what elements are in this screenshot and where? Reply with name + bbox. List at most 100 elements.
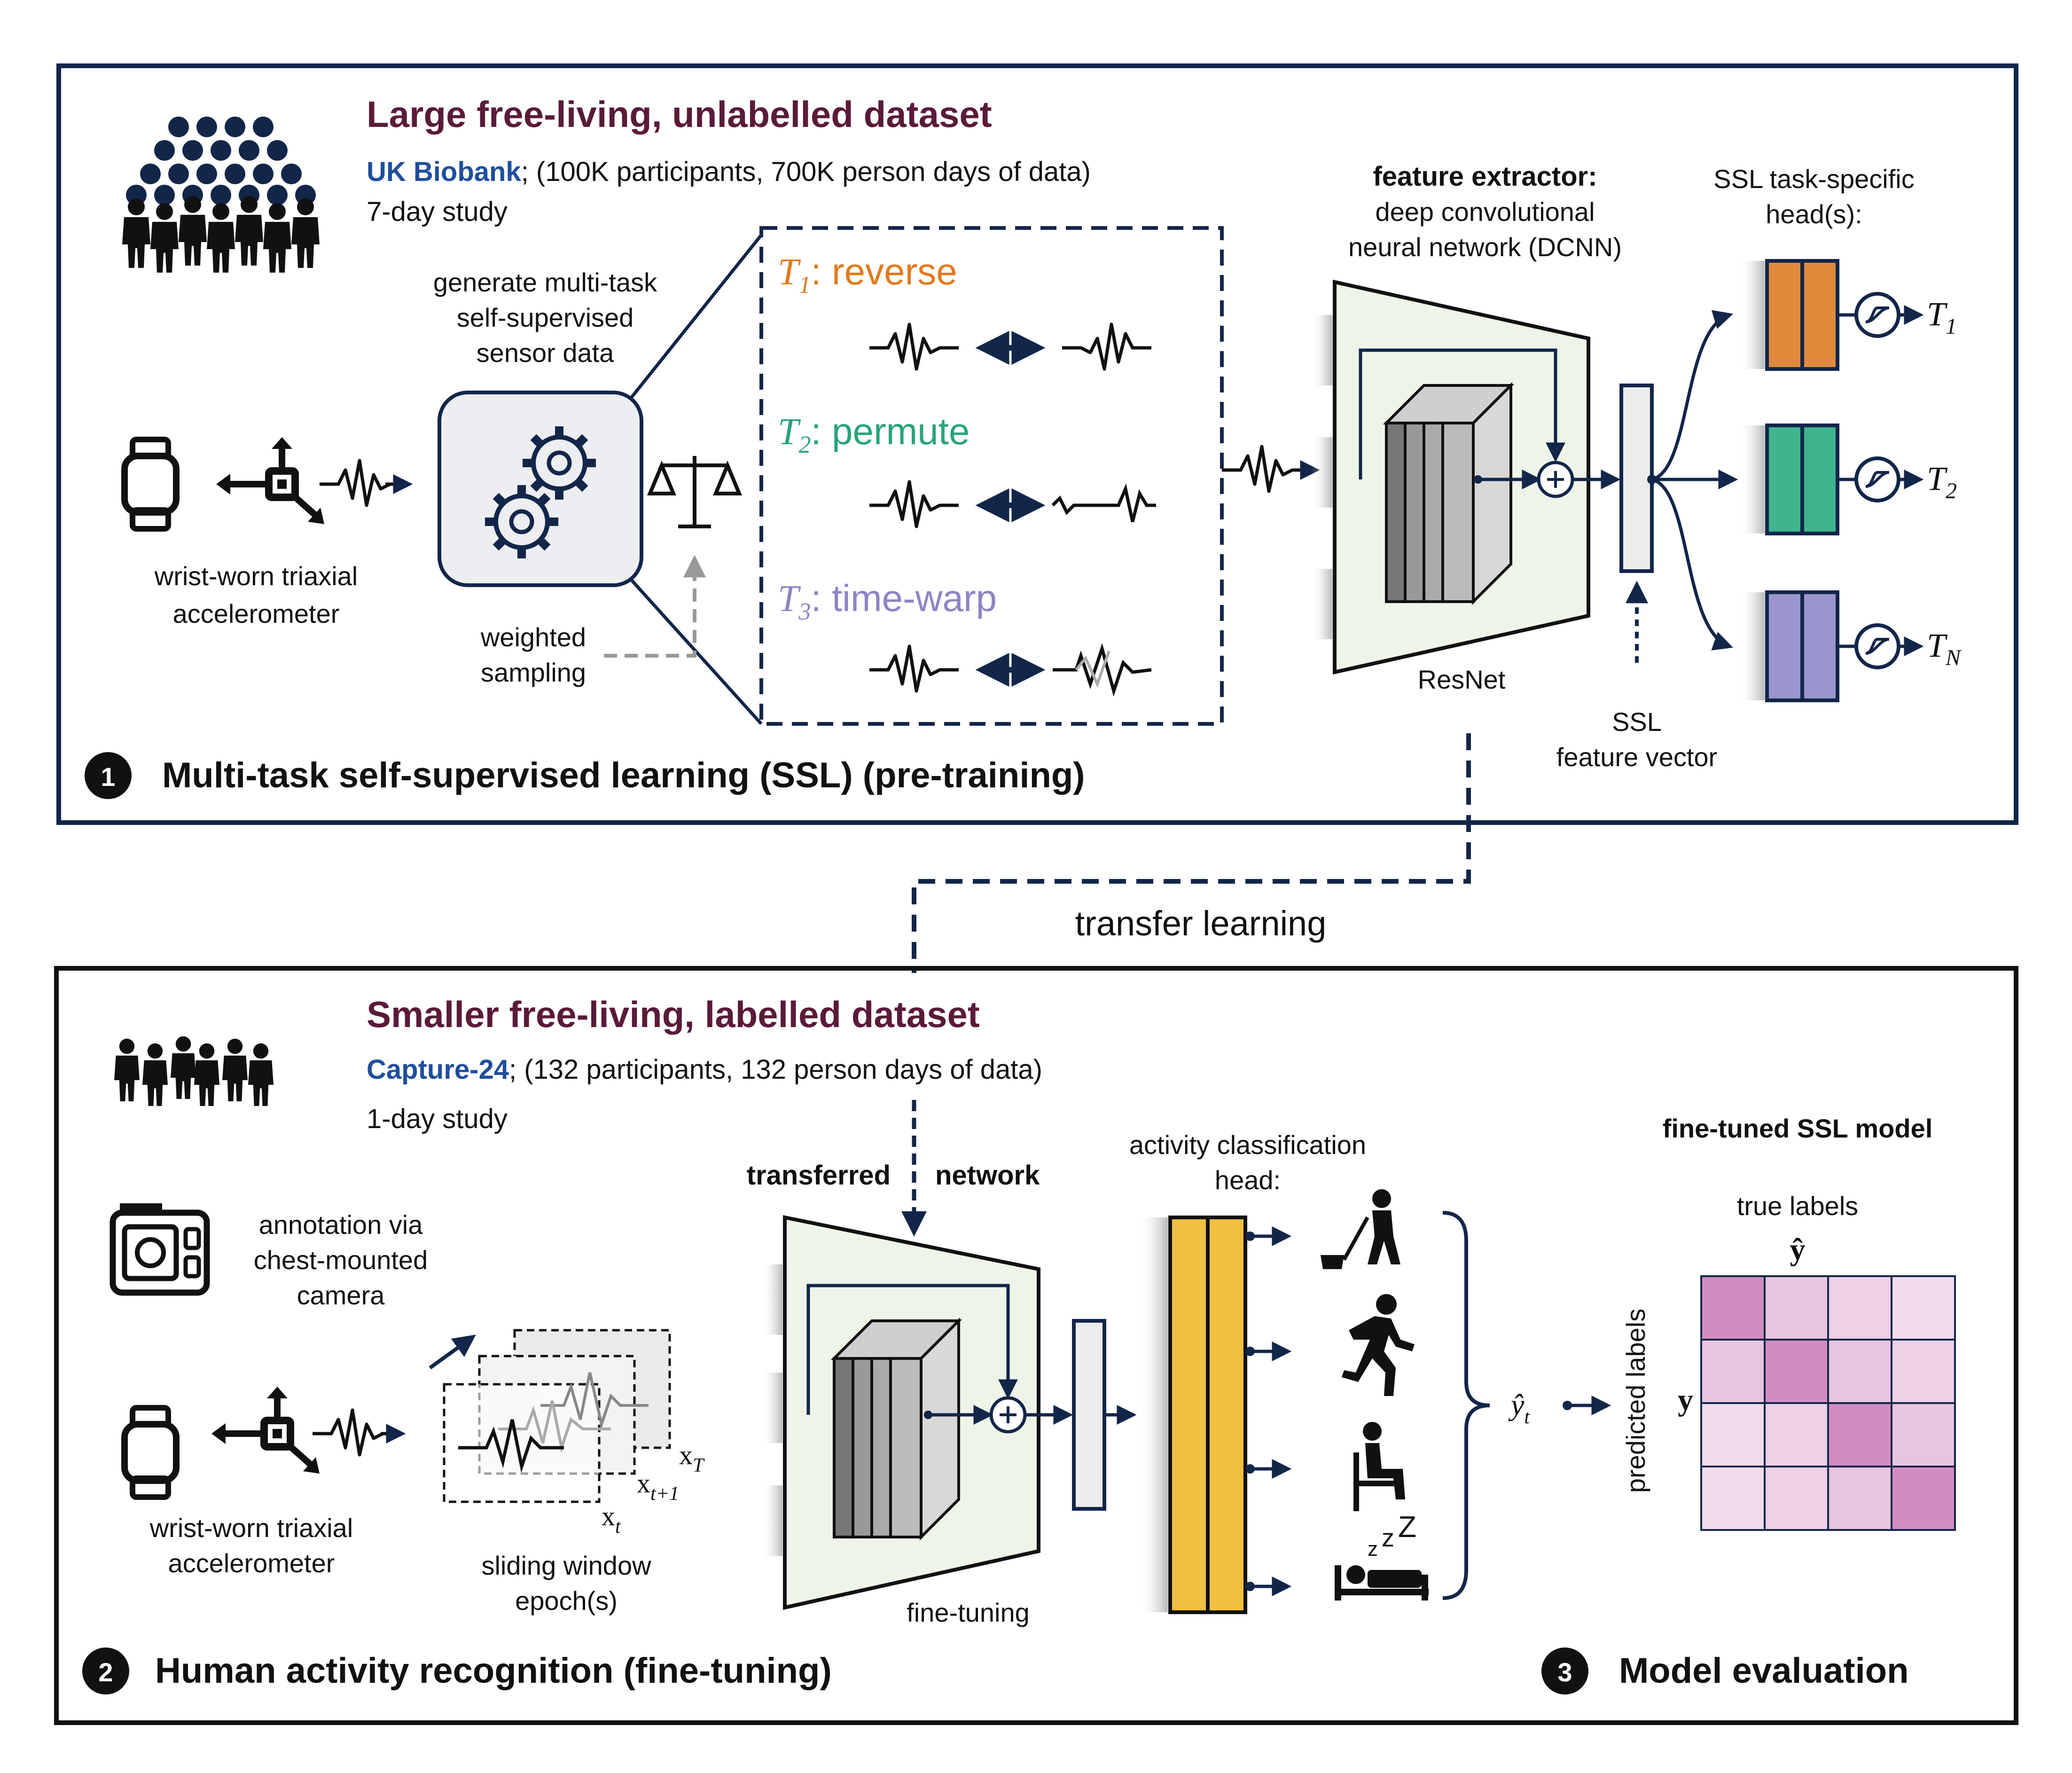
ssl-feature-vector bbox=[1619, 384, 1654, 573]
household-chores-icon bbox=[1321, 1189, 1400, 1269]
generate-label-1: generate multi-task bbox=[433, 267, 657, 297]
finetuned-feature-vector bbox=[1072, 1319, 1106, 1511]
matrix-cell bbox=[1827, 1339, 1892, 1404]
sliding-windows bbox=[429, 1329, 671, 1503]
matrix-cell bbox=[1764, 1339, 1829, 1404]
transfer-label: transfer learning bbox=[1075, 904, 1327, 943]
axes-icon bbox=[216, 437, 324, 524]
window-label: xt bbox=[602, 1501, 621, 1538]
crowd-icon bbox=[122, 117, 320, 273]
watch-icon bbox=[125, 1408, 176, 1497]
transferred-label: transferred bbox=[747, 1160, 891, 1191]
network-label: network bbox=[935, 1160, 1040, 1191]
activity-head-label-2: head: bbox=[1215, 1165, 1281, 1195]
matrix-cell bbox=[1827, 1275, 1892, 1341]
ssl-head: T2 bbox=[1739, 424, 1957, 535]
resnet-label: ResNet bbox=[1418, 665, 1506, 694]
matrix-cell bbox=[1700, 1466, 1766, 1531]
balance-scale-icon bbox=[647, 456, 742, 528]
matrix-cell bbox=[1764, 1275, 1829, 1341]
time-warp-example bbox=[869, 643, 1152, 697]
task-label: T1: reverse bbox=[778, 251, 957, 298]
crowd-head bbox=[168, 117, 189, 137]
crowd-head bbox=[182, 140, 203, 161]
panel1-sensor-label-2: accelerometer bbox=[173, 599, 340, 628]
matrix-cell bbox=[1827, 1466, 1892, 1531]
yhat-t-label: ŷt bbox=[1508, 1388, 1530, 1428]
feature-title: feature extractor: bbox=[1373, 161, 1597, 192]
crowd-head bbox=[267, 140, 288, 161]
axes-icon bbox=[211, 1387, 320, 1474]
step-1-number: 1 bbox=[101, 762, 115, 792]
matrix-cell bbox=[1891, 1339, 1956, 1404]
window-label-1: sliding window bbox=[481, 1551, 651, 1580]
crowd-head bbox=[253, 117, 274, 137]
ssl-vector-label-2: feature vector bbox=[1556, 742, 1717, 772]
crowd-head bbox=[168, 164, 189, 184]
window-label: xT bbox=[679, 1440, 705, 1476]
crowd-head bbox=[225, 164, 245, 184]
camera-label-1: annotation via bbox=[259, 1210, 423, 1240]
crowd-head bbox=[239, 140, 259, 161]
window-label-2: epoch(s) bbox=[515, 1586, 618, 1616]
finetuned-encoder bbox=[761, 1215, 1073, 1610]
camera-label-3: camera bbox=[297, 1280, 385, 1310]
head-output-label: T1 bbox=[1927, 295, 1957, 339]
watch-icon bbox=[125, 439, 176, 529]
step-2-badge bbox=[82, 1647, 129, 1695]
reverse-example bbox=[869, 324, 1151, 369]
matrix-cell bbox=[1764, 1466, 1829, 1531]
matrix-cell bbox=[1891, 1275, 1956, 1341]
step-1-label: Multi-task self-supervised learning (SSL… bbox=[162, 755, 1085, 795]
panel2-sensor-label-1: wrist-worn triaxial bbox=[149, 1513, 353, 1543]
step-2-label: Human activity recognition (fine-tuning) bbox=[155, 1651, 832, 1691]
camera-label-2: chest-mounted bbox=[254, 1245, 428, 1275]
step-2-number: 2 bbox=[98, 1657, 113, 1687]
output-brace bbox=[1442, 1211, 1490, 1600]
step-3-label: Model evaluation bbox=[1619, 1651, 1909, 1691]
panel2-dataset: Capture-24; (132 participants, 132 perso… bbox=[367, 1054, 1042, 1085]
crowd-head bbox=[140, 164, 161, 184]
task-box bbox=[759, 226, 1224, 726]
crowd-head bbox=[253, 164, 274, 184]
predicted-labels-label: predicted labels bbox=[1621, 1309, 1650, 1493]
panel2-study: 1-day study bbox=[367, 1104, 508, 1134]
crowd-head bbox=[211, 185, 231, 205]
crowd-head bbox=[196, 117, 217, 137]
activity-classification-head bbox=[1168, 1216, 1292, 1614]
predicted-labels-symbol: y bbox=[1678, 1383, 1693, 1417]
feature-label-2: neural network (DCNN) bbox=[1348, 232, 1622, 262]
head-output-label: T2 bbox=[1927, 460, 1957, 503]
step-1-badge bbox=[85, 752, 132, 799]
weighted-label-1: weighted bbox=[480, 622, 586, 652]
panel-finetuning bbox=[54, 966, 2018, 1725]
panel-pretraining bbox=[56, 63, 2018, 825]
heads-label-2: head(s): bbox=[1766, 199, 1862, 229]
transfer-connector bbox=[912, 733, 1471, 973]
matrix-cell bbox=[1891, 1402, 1956, 1467]
activity-head-label-1: activity classification bbox=[1129, 1130, 1366, 1160]
panel1-dataset: UK Biobank; (100K participants, 700K per… bbox=[367, 157, 1091, 187]
matrix-cell bbox=[1764, 1402, 1829, 1467]
task-label: T2: permute bbox=[778, 410, 970, 458]
generate-label-2: self-supervised bbox=[457, 303, 634, 332]
matrix-cell bbox=[1700, 1275, 1766, 1341]
true-labels-symbol: ŷ bbox=[1790, 1232, 1806, 1267]
panel1-study: 7-day study bbox=[367, 196, 508, 227]
crowd-head bbox=[154, 185, 175, 205]
panel1-sensor-label-1: wrist-worn triaxial bbox=[154, 561, 358, 591]
crowd-head bbox=[225, 117, 245, 137]
crowd-head bbox=[281, 164, 302, 184]
ssl-vector-label-1: SSL bbox=[1612, 707, 1662, 737]
true-labels-label: true labels bbox=[1737, 1191, 1858, 1221]
window-label: xt+1 bbox=[637, 1468, 679, 1505]
sleeping-icon: z z Z bbox=[1335, 1510, 1429, 1600]
finetuned-model-title: fine-tuned SSL model bbox=[1663, 1114, 1933, 1143]
crowd-head bbox=[196, 164, 217, 184]
ssl-head: TN bbox=[1739, 590, 1962, 702]
step-3-number: 3 bbox=[1557, 1657, 1572, 1687]
resnet-encoder bbox=[1311, 280, 1621, 675]
crowd-head bbox=[154, 140, 175, 161]
